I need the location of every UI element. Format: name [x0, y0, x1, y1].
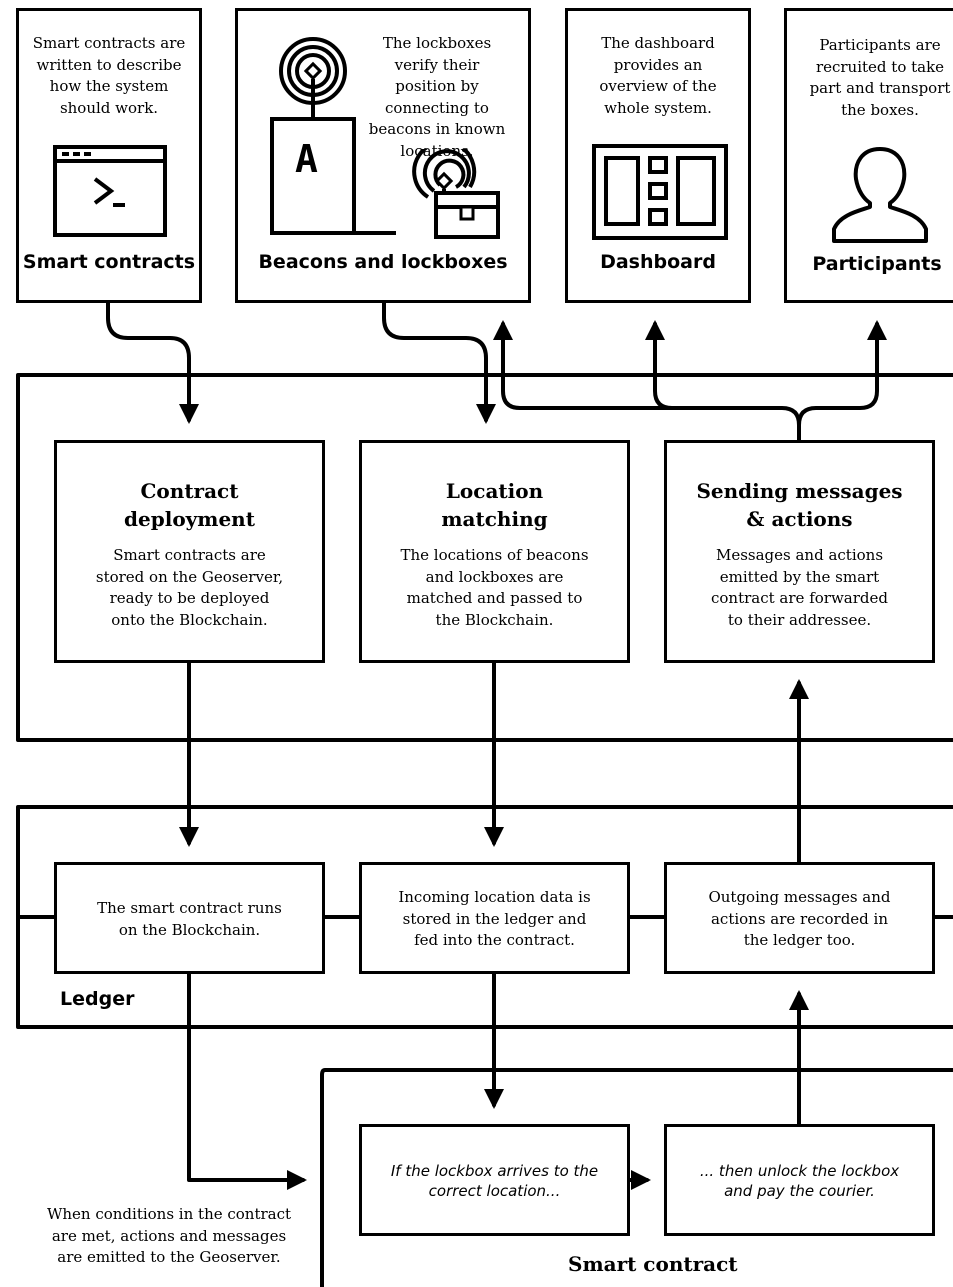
dashboard-title: Dashboard [600, 251, 716, 273]
contract-runs-text: The smart contract runs on the Blockchai… [97, 899, 282, 939]
location-matching-description: The locations of beacons and lockboxes a… [400, 546, 589, 629]
beacon-building-icon [270, 37, 396, 235]
action-box: ... then unlock the lockbox and pay the … [664, 1124, 935, 1236]
smart-contract-frame [320, 1068, 953, 1287]
smart-contracts-title: Smart contracts [22, 251, 196, 273]
beacons-description: The lockboxes verify their position by c… [368, 34, 506, 160]
arrow-beacons-to-matching [382, 300, 496, 424]
dashboard-description: The dashboard provides an overview of th… [599, 34, 717, 117]
contract-deployment-title: Contract deployment [124, 479, 255, 531]
smart-contracts-card: Smart contracts are written to describe … [16, 8, 202, 303]
dashboard-icon [592, 144, 728, 240]
lockbox-beacon-icon [412, 149, 500, 239]
emit-note: When conditions in the contract are met,… [46, 1205, 292, 1266]
sending-messages-title: Sending messages & actions [696, 479, 903, 531]
location-matching-title: Location matching [441, 479, 548, 531]
smart-contract-label: Smart contract [568, 1252, 738, 1276]
participants-title: Participants [812, 253, 942, 275]
arrow-messages-to-cards [493, 320, 801, 442]
beacons-card: A The lockboxes verify their position by… [235, 8, 531, 303]
contract-deployment-description: Smart contracts are stored on the Geoser… [95, 546, 284, 629]
incoming-data-text: Incoming location data is stored in the … [398, 888, 591, 949]
terminal-icon [53, 145, 167, 237]
beacons-title: Beacons and lockboxes [258, 251, 508, 273]
participants-card: Participants are recruited to take part … [784, 8, 953, 303]
location-matching-box: Location matching The locations of beaco… [359, 440, 630, 663]
building-letter: A [295, 137, 318, 181]
contract-deployment-box: Contract deployment Smart contracts are … [54, 440, 325, 663]
participants-description: Participants are recruited to take part … [809, 36, 951, 119]
condition-box: If the lockbox arrives to the correct lo… [359, 1124, 630, 1236]
contract-runs-box: The smart contract runs on the Blockchai… [54, 862, 325, 974]
condition-text: If the lockbox arrives to the correct lo… [390, 1162, 599, 1200]
arrow-runs-to-contract [187, 971, 307, 1190]
outgoing-messages-box: Outgoing messages and actions are record… [664, 862, 935, 974]
person-icon [832, 147, 928, 243]
incoming-data-box: Incoming location data is stored in the … [359, 862, 630, 974]
dashboard-card: The dashboard provides an overview of th… [565, 8, 751, 303]
smart-contracts-description: Smart contracts are written to describe … [32, 34, 186, 117]
action-text: ... then unlock the lockbox and pay the … [699, 1162, 900, 1200]
sending-messages-description: Messages and actions emitted by the smar… [711, 546, 888, 629]
sending-messages-box: Sending messages & actions Messages and … [664, 440, 935, 663]
arrow-contracts-to-deployment [106, 300, 199, 424]
outgoing-messages-text: Outgoing messages and actions are record… [708, 888, 891, 949]
ledger-label: Ledger [56, 988, 139, 1010]
